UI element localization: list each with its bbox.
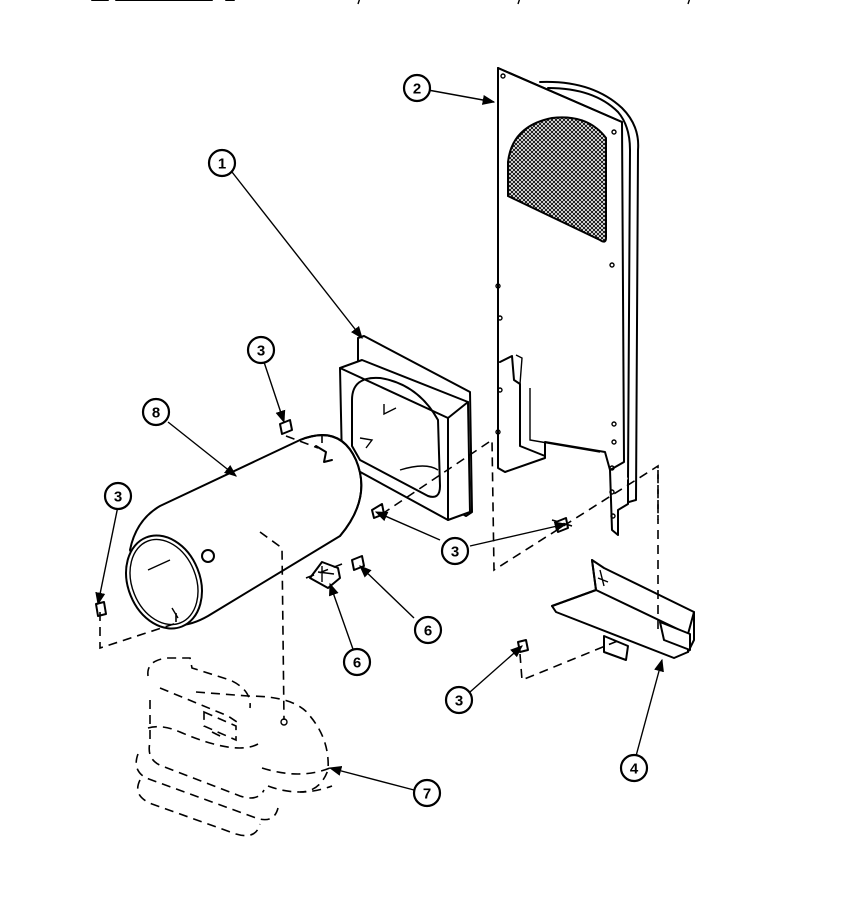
callout-8-label: 8 [152,405,160,422]
heater-cylinder-icon [125,434,363,630]
callout-2: 2 [402,73,432,103]
leader-lines [95,89,664,791]
callout-7: 7 [412,778,442,808]
callout-1-label: 1 [218,156,226,173]
blower-housing-icon [135,657,333,837]
duct-frame-icon [339,335,473,521]
callout-7-label: 7 [423,786,431,803]
callout-4: 4 [619,753,649,783]
callout-3: 3 [103,481,133,511]
callout-6: 6 [342,647,372,677]
top-edge-marks [91,0,691,5]
callout-6: 6 [413,615,443,645]
rear-panel-icon [495,67,640,536]
callout-1: 1 [207,148,237,178]
callout-6-label: 6 [353,655,361,672]
callout-3-label: 3 [114,489,122,506]
callout-8: 8 [141,397,171,427]
callout-6-label: 6 [424,623,432,640]
callout-3: 3 [440,536,470,566]
bracket-icon [551,559,695,661]
callout-3: 3 [444,685,474,715]
callout-2-label: 2 [413,81,421,98]
callout-4-label: 4 [630,761,639,778]
thermostat-icon [309,561,341,589]
callout-3-label: 3 [257,343,265,360]
callout-3-label: 3 [451,544,459,561]
assembly-guide-lines [99,434,659,721]
callout-3: 3 [246,335,276,365]
callout-3-label: 3 [455,693,463,710]
